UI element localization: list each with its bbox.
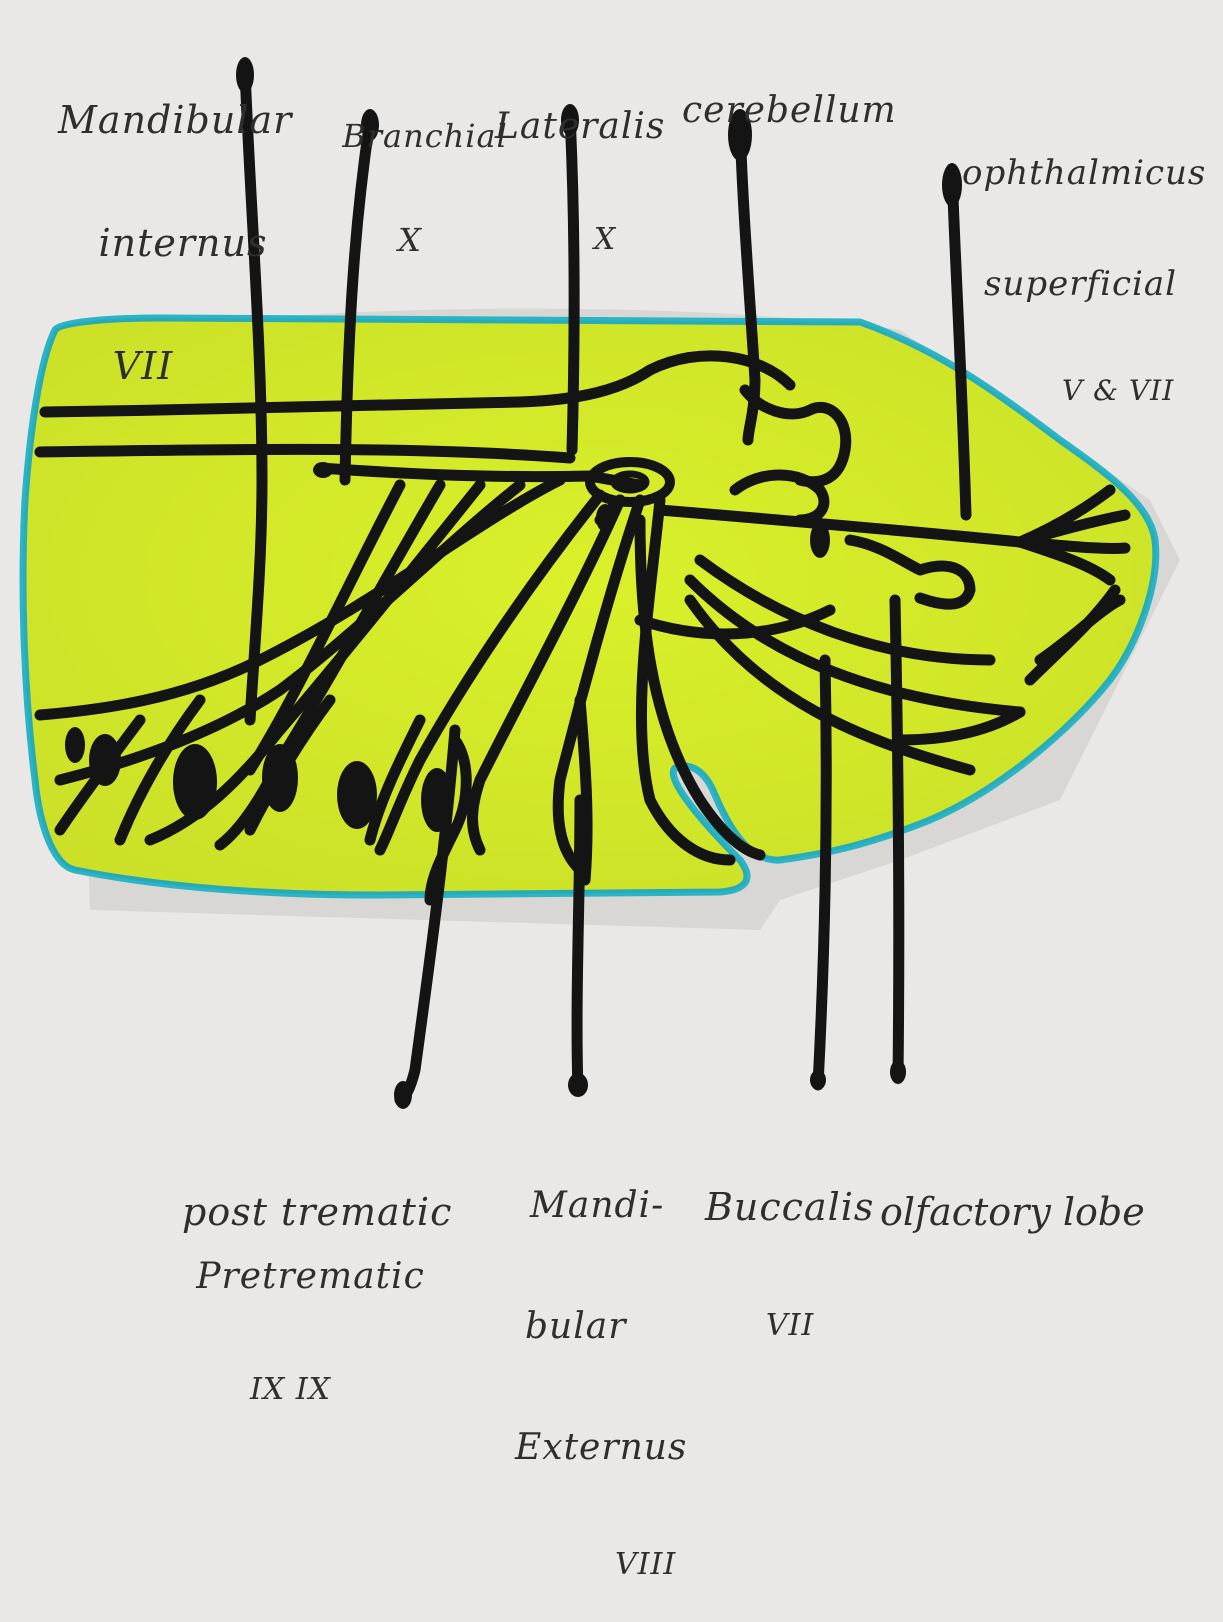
label-buccalis-line2: VII: [715, 1310, 865, 1342]
label-ophthalmicus-line1: ophthalmicus: [962, 155, 1223, 192]
label-buccalis: Buccalis VII: [705, 1105, 865, 1384]
label-olfactory: olfactory lobe: [880, 1110, 1145, 1274]
label-ophthalmicus: ophthalmicus superficial V & VII: [962, 82, 1223, 443]
label-branchial: Branchial X: [340, 50, 510, 292]
label-pretrematic-line2: IX IX: [168, 1374, 413, 1406]
label-mandibular-externus-line1: Mandi-: [515, 1186, 687, 1226]
label-pretrematic-line1: Pretrematic: [168, 1258, 453, 1297]
label-branchial-line2: X: [340, 223, 480, 258]
label-mandibular-externus: Mandi- bular Externus VIII: [515, 1105, 687, 1622]
label-mandibular-externus-line4: VIII: [515, 1548, 687, 1582]
label-lateralis: Lateralis X: [495, 30, 665, 296]
label-branchial-line1: Branchial: [340, 119, 510, 154]
leader-mandibular-externus: [577, 800, 580, 1090]
leader-olfactory: [895, 600, 899, 1078]
label-ophthalmicus-line2: superficial: [962, 266, 1223, 303]
label-olfactory-line1: olfactory lobe: [880, 1192, 1145, 1233]
label-mandibular-externus-line3: Externus: [515, 1428, 687, 1468]
label-lateralis-line1: Lateralis: [495, 108, 665, 147]
label-pretrematic: Pretrematic IX IX: [168, 1180, 453, 1446]
label-mandibular-internus-line2: internus: [58, 223, 288, 264]
label-ophthalmicus-line3: V & VII: [962, 376, 1223, 406]
label-cerebellum-line1: cerebellum: [682, 92, 897, 131]
label-buccalis-line1: Buccalis: [705, 1187, 865, 1228]
label-mandibular-internus-line1: Mandibular: [58, 100, 288, 141]
label-mandibular-internus-line3: VII: [58, 346, 228, 387]
label-lateralis-line2: X: [545, 224, 665, 256]
label-cerebellum: cerebellum: [682, 14, 897, 170]
label-mandibular-internus: Mandibular internus VII: [58, 18, 288, 428]
label-mandibular-externus-line2: bular: [515, 1307, 687, 1347]
